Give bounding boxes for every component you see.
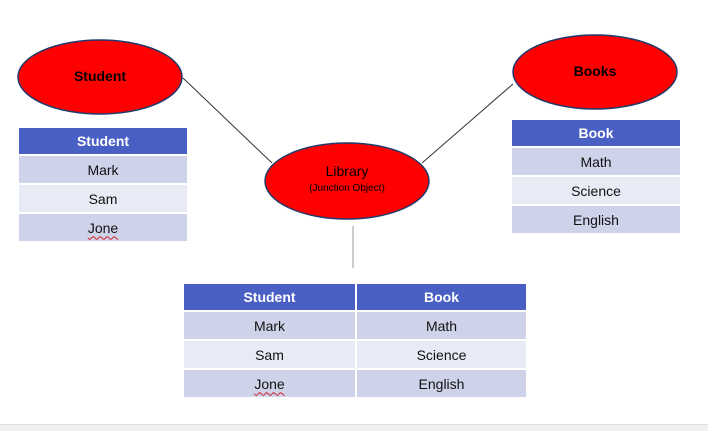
table-cell: Sam — [184, 340, 356, 370]
library-entity-label: Library — [325, 163, 369, 179]
student-entity-label: Student — [73, 68, 127, 84]
book-table: Book Math Science English — [512, 120, 680, 235]
table-cell: Mark — [19, 155, 187, 185]
table-cell: Math — [355, 311, 526, 341]
table-cell-wrap: Jone — [19, 213, 187, 243]
window-bottom-edge — [0, 424, 708, 431]
book-table-header: Book — [512, 120, 680, 148]
table-cell: Sam — [19, 184, 187, 214]
table-cell: Jone — [87, 219, 119, 236]
junction-table-header-student: Student — [184, 284, 356, 312]
connector-student-library — [182, 77, 273, 164]
junction-table-header-book: Book — [355, 284, 526, 312]
table-cell: English — [512, 205, 680, 235]
student-entity-ellipse[interactable] — [17, 39, 183, 115]
table-cell: Math — [512, 147, 680, 177]
table-cell-wrap: Jone — [184, 369, 356, 399]
table-cell: English — [355, 369, 526, 399]
books-entity-ellipse[interactable] — [512, 34, 678, 110]
student-table-header: Student — [19, 128, 187, 156]
connector-books-library — [421, 83, 514, 164]
table-cell: Science — [512, 176, 680, 206]
library-entity-sublabel: (Junction Object) — [309, 183, 385, 194]
junction-table: Student Book Mark Math Sam Science Jone … — [184, 284, 526, 399]
table-cell: Jone — [254, 375, 285, 392]
books-entity-label: Books — [573, 63, 617, 79]
table-cell: Mark — [184, 311, 356, 341]
student-table: Student Mark Sam Jone — [19, 128, 187, 243]
library-entity-ellipse[interactable] — [264, 142, 430, 220]
table-cell: Science — [355, 340, 526, 370]
